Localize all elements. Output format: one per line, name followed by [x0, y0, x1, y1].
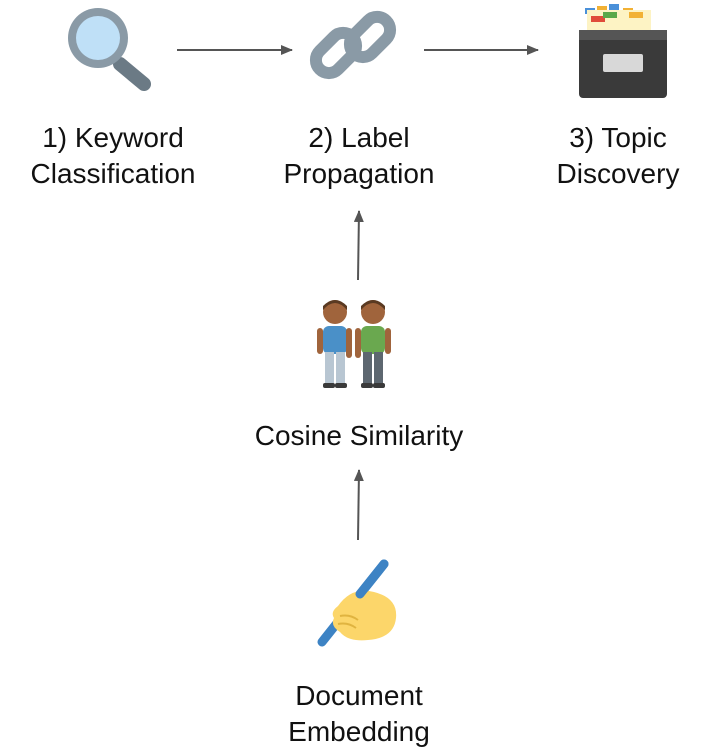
similarity-label: Cosine Similarity — [209, 418, 509, 454]
embedding-line2: Embedding — [288, 716, 430, 747]
step-keyword-line1: 1) Keyword — [42, 122, 184, 153]
magnifying-glass-icon — [58, 2, 158, 102]
arrow-similarity-to-label — [353, 210, 364, 281]
step-label-line1: 2) Label — [308, 122, 410, 153]
arrow-embedding-to-similarity — [353, 469, 364, 541]
similarity-text: Cosine Similarity — [254, 420, 464, 451]
step-keyword-label: 1) Keyword Classification — [13, 120, 213, 192]
embedding-label: Document Embedding — [209, 678, 509, 750]
writing-hand-icon — [308, 556, 408, 656]
step-topic-line2: Discovery — [556, 158, 680, 189]
step-label-line2: Propagation — [283, 158, 435, 189]
two-people-holding-hands-icon — [308, 296, 408, 396]
step-topic-label: 3) Topic Discovery — [518, 120, 710, 192]
link-icon — [305, 2, 405, 102]
step-keyword-line2: Classification — [30, 158, 196, 189]
embedding-line1: Document — [295, 680, 423, 711]
step-topic-line1: 3) Topic — [569, 122, 667, 153]
card-file-box-icon — [573, 2, 673, 102]
step-label-label: 2) Label Propagation — [259, 120, 459, 192]
